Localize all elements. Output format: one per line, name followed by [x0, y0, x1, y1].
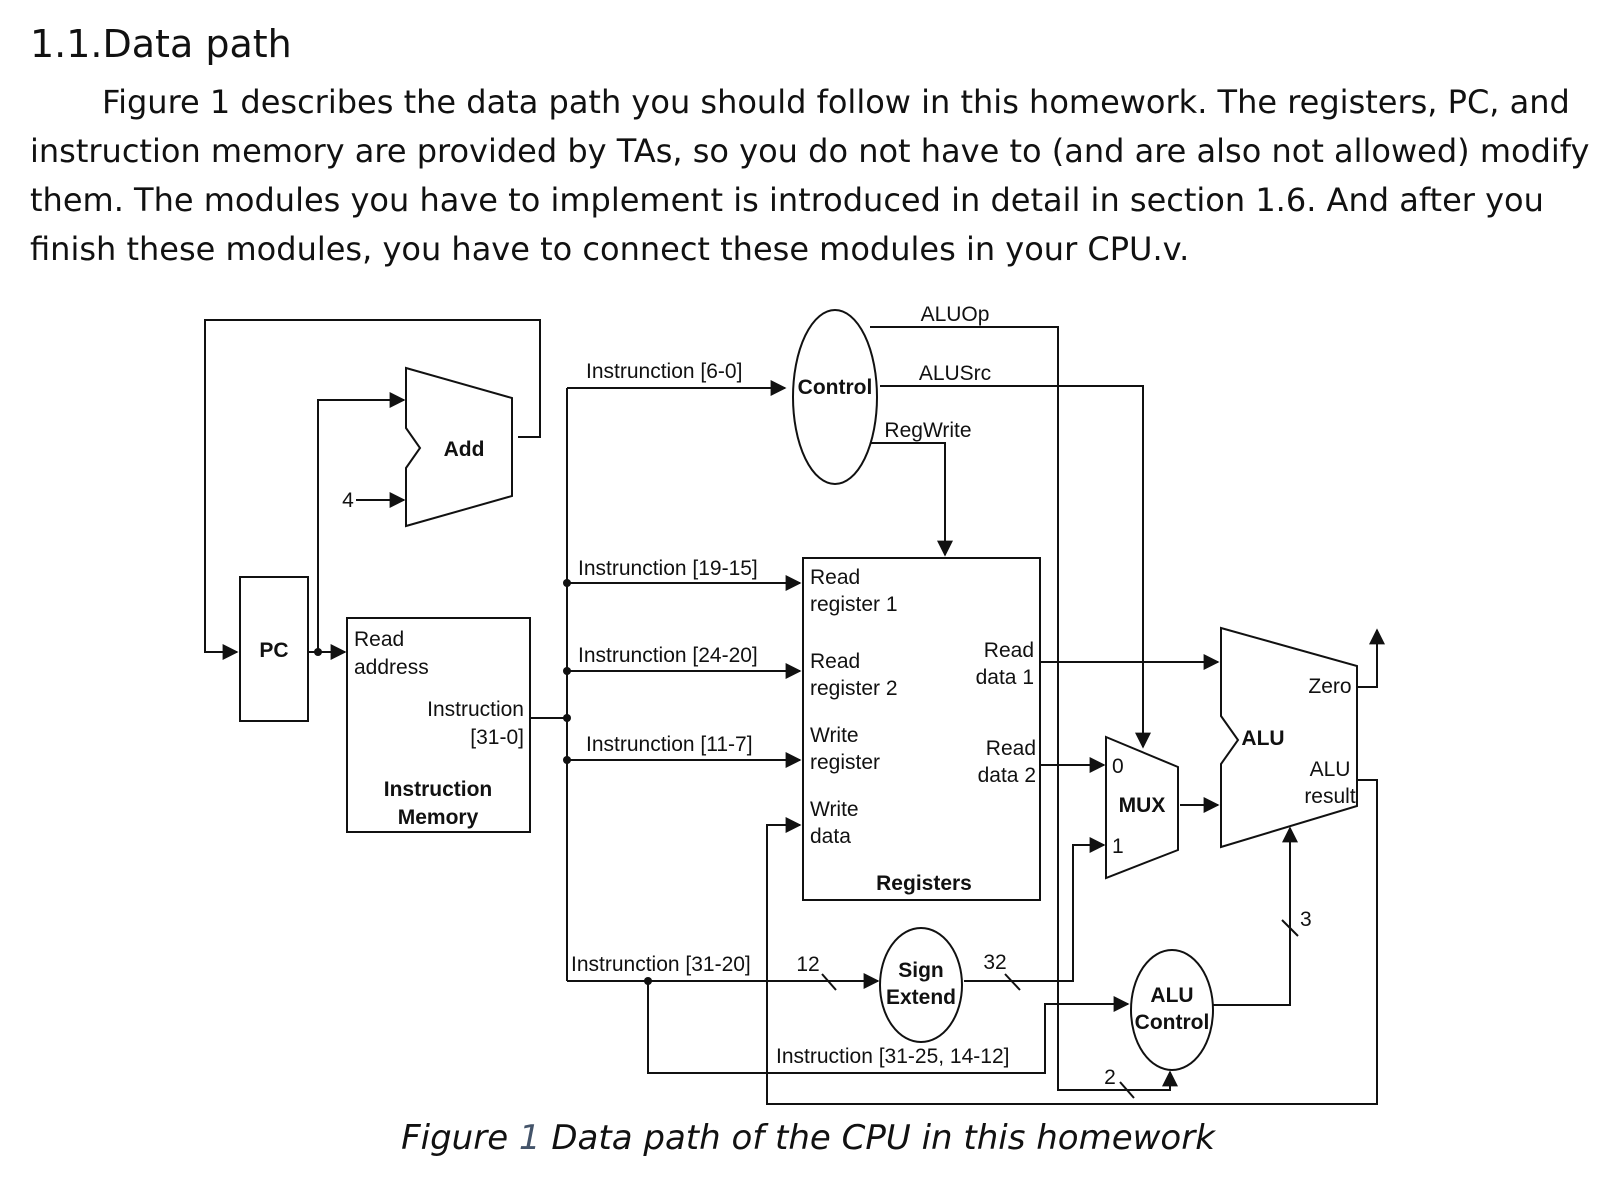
aluop-signal-label: ALUOp — [921, 303, 990, 326]
add-block: Add 4 — [342, 366, 513, 528]
write-data-label: data — [810, 825, 851, 848]
instr-field-label: Instrunction [6-0] — [586, 360, 742, 383]
read-data1-label: data 1 — [976, 666, 1034, 689]
caption-prefix: Figure — [401, 1118, 519, 1158]
imem-title: Memory — [398, 806, 479, 829]
width-label: 3 — [1300, 908, 1312, 931]
read-data1-label: Read — [984, 639, 1034, 662]
instr-field-label: Instrunction [19-15] — [578, 557, 758, 580]
figure-caption: Figure 1 Data path of the CPU in this ho… — [0, 1118, 1616, 1158]
read-data2-label: Read — [986, 737, 1036, 760]
control-label: Control — [798, 376, 873, 399]
instr-field-label: Instrunction [24-20] — [578, 644, 758, 667]
zero-output-label: Zero — [1308, 675, 1351, 698]
instruction-out-label: [31-0] — [470, 726, 524, 749]
read-address-label: address — [354, 656, 429, 679]
control-unit: Control ALUOp ALUSrc RegWrite — [792, 303, 991, 485]
pc-label: PC — [259, 639, 288, 662]
paragraph-line: after you finish these modules, you have… — [30, 181, 1544, 268]
instruction-memory-block: Read address Instruction [31-0] Instruct… — [346, 617, 531, 833]
paragraph-line: modify them. The modules you have to imp… — [30, 132, 1590, 219]
registers-block: Read register 1 Read register 2 Write re… — [802, 557, 1041, 901]
width-label: 12 — [796, 953, 819, 976]
alu-control-label: Control — [1135, 1011, 1210, 1034]
paragraph-line: instruction memory are provided by TAs, … — [30, 132, 1480, 170]
paragraph-line: Figure 1 describes the data path you sho… — [102, 83, 1570, 121]
read-reg1-label: Read — [810, 566, 860, 589]
pc-block: PC — [239, 576, 309, 722]
read-data2-label: data 2 — [978, 764, 1036, 787]
alu-control-unit: ALU Control 2 — [1104, 949, 1214, 1089]
sign-extend-unit: Sign Extend 12 32 — [796, 927, 1007, 1043]
mux-input-label: 0 — [1112, 755, 1124, 778]
width-label: 2 — [1104, 1066, 1116, 1089]
instr-field-label: Instrunction [11-7] — [586, 733, 753, 756]
mux-label: MUX — [1119, 794, 1166, 817]
const-four-label: 4 — [342, 489, 354, 512]
instr-field-label: Instrunction [31-20] — [571, 953, 751, 976]
add-label: Add — [444, 438, 485, 461]
write-reg-label: register — [810, 751, 880, 774]
caption-text: Data path of the CPU in this homework — [540, 1118, 1215, 1158]
instruction-field-labels: Instrunction [6-0] Instrunction [19-15] … — [571, 360, 1009, 1068]
alu-block: ALU Zero ALU result 3 — [1220, 626, 1358, 931]
registers-title: Registers — [876, 872, 972, 895]
mux-input-label: 1 — [1112, 835, 1124, 858]
read-address-label: Read — [354, 628, 404, 651]
instr-field-label: Instruction [31-25, 14-12] — [776, 1045, 1009, 1068]
width-label: 32 — [983, 951, 1006, 974]
wires — [204, 319, 1385, 1105]
alu-label: ALU — [1241, 727, 1284, 750]
datapath-diagram: PC Add 4 Read address Instruction [31-0]… — [204, 303, 1385, 1105]
write-data-label: Write — [810, 798, 859, 821]
read-reg1-label: register 1 — [810, 593, 898, 616]
regwrite-signal-label: RegWrite — [884, 419, 971, 442]
caption-number: 1 — [518, 1118, 541, 1158]
alu-control-label: ALU — [1150, 984, 1193, 1007]
mux-block: MUX 0 1 — [1105, 735, 1179, 880]
alu-result-label: result — [1304, 785, 1356, 808]
imem-title: Instruction — [384, 778, 493, 801]
section-heading: 1.1.Data path — [30, 22, 292, 66]
write-reg-label: Write — [810, 724, 859, 747]
sign-extend-label: Extend — [886, 986, 956, 1009]
instruction-out-label: Instruction — [427, 698, 524, 721]
alusrc-signal-label: ALUSrc — [919, 362, 991, 385]
alu-result-label: ALU — [1310, 758, 1351, 781]
read-reg2-label: Read — [810, 650, 860, 673]
sign-extend-label: Sign — [898, 959, 944, 982]
read-reg2-label: register 2 — [810, 677, 898, 700]
junction-dots — [314, 579, 652, 985]
intro-paragraph: Figure 1 describes the data path you sho… — [30, 78, 1600, 274]
